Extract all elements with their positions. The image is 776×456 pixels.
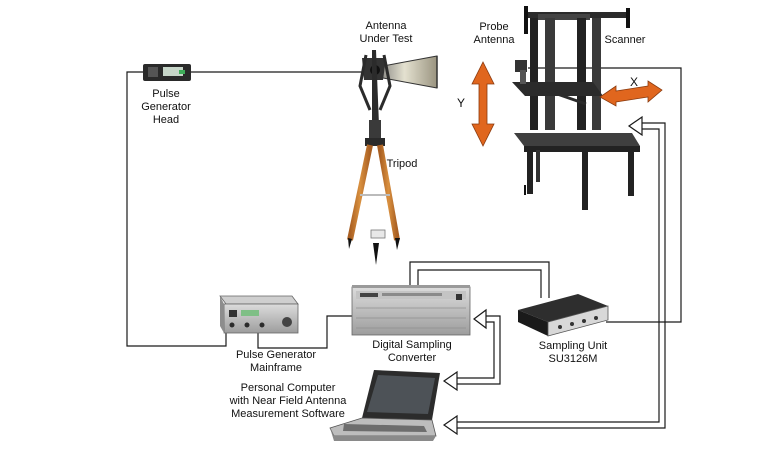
label-antenna-under-test: Antenna Under Test [356,20,416,46]
tripod [347,138,400,265]
arrowhead-into-dsc [473,308,487,330]
label-personal-computer: Personal Computer with Near Field Antenn… [218,382,358,421]
cable-head-to-mainframe [126,71,227,347]
laptop [329,370,440,441]
x-axis-arrow [599,80,663,107]
antenna-under-test [358,50,438,140]
label-tripod-text: Tripod [386,158,418,170]
label-tripod: Tripod [382,158,422,171]
scanner [512,6,640,210]
label-dsc-line1: Digital Sampling [372,339,452,351]
pulse-generator-mainframe [219,295,299,334]
label-scanner-text: Scanner [604,34,646,46]
label-probe-antenna: Probe Antenna [464,21,524,47]
label-head-line2: Generator [141,101,191,113]
label-antenna-line1: Antenna [365,20,407,32]
label-dsc-line2: Converter [387,352,437,364]
digital-sampling-converter [351,285,471,336]
label-pc-line2: with Near Field Antenna [229,395,347,407]
bus-dsc-pc [456,315,501,385]
arrowhead-into-pc-2 [442,414,458,436]
cable-dsc-to-sampling-2 [417,269,542,298]
cable-sampling-to-probe [528,67,682,323]
label-x-text: X [629,75,638,89]
label-head-line1: Pulse [152,88,180,100]
bus-pc-scanner [456,122,666,429]
cables [126,67,682,349]
label-sampling-unit: Sampling Unit SU3126M [525,340,621,366]
bus-arrowheads [442,115,643,436]
label-probe-line2: Antenna [473,34,515,46]
label-pulse-generator-mainframe: Pulse Generator Mainframe [226,349,326,375]
label-y-axis: Y [454,97,468,110]
label-y-text: Y [456,96,465,110]
arrowhead-into-scanner [627,115,643,137]
cable-dsc-to-sampling-1 [409,261,550,298]
label-sampling-line1: Sampling Unit [538,340,608,352]
pulse-generator-head [143,64,191,81]
cable-mainframe-to-dsc [257,315,355,349]
label-head-line3: Head [152,114,180,126]
label-mainframe-line1: Pulse Generator [235,349,317,361]
arrowhead-into-pc-1 [442,370,458,392]
label-pc-line1: Personal Computer [240,382,336,394]
label-sampling-line2: SU3126M [548,353,598,365]
label-x-axis: X [627,76,641,89]
label-scanner: Scanner [595,34,655,47]
y-axis-arrow [471,61,495,147]
label-pc-line3: Measurement Software [231,408,345,420]
label-probe-line1: Probe [479,21,509,33]
label-digital-sampling-converter: Digital Sampling Converter [357,339,467,365]
sampling-unit [518,294,609,337]
label-antenna-line2: Under Test [359,33,413,45]
data-bus-arrows [456,122,666,429]
label-mainframe-line2: Mainframe [250,362,302,374]
label-pulse-generator-head: Pulse Generator Head [130,88,202,127]
